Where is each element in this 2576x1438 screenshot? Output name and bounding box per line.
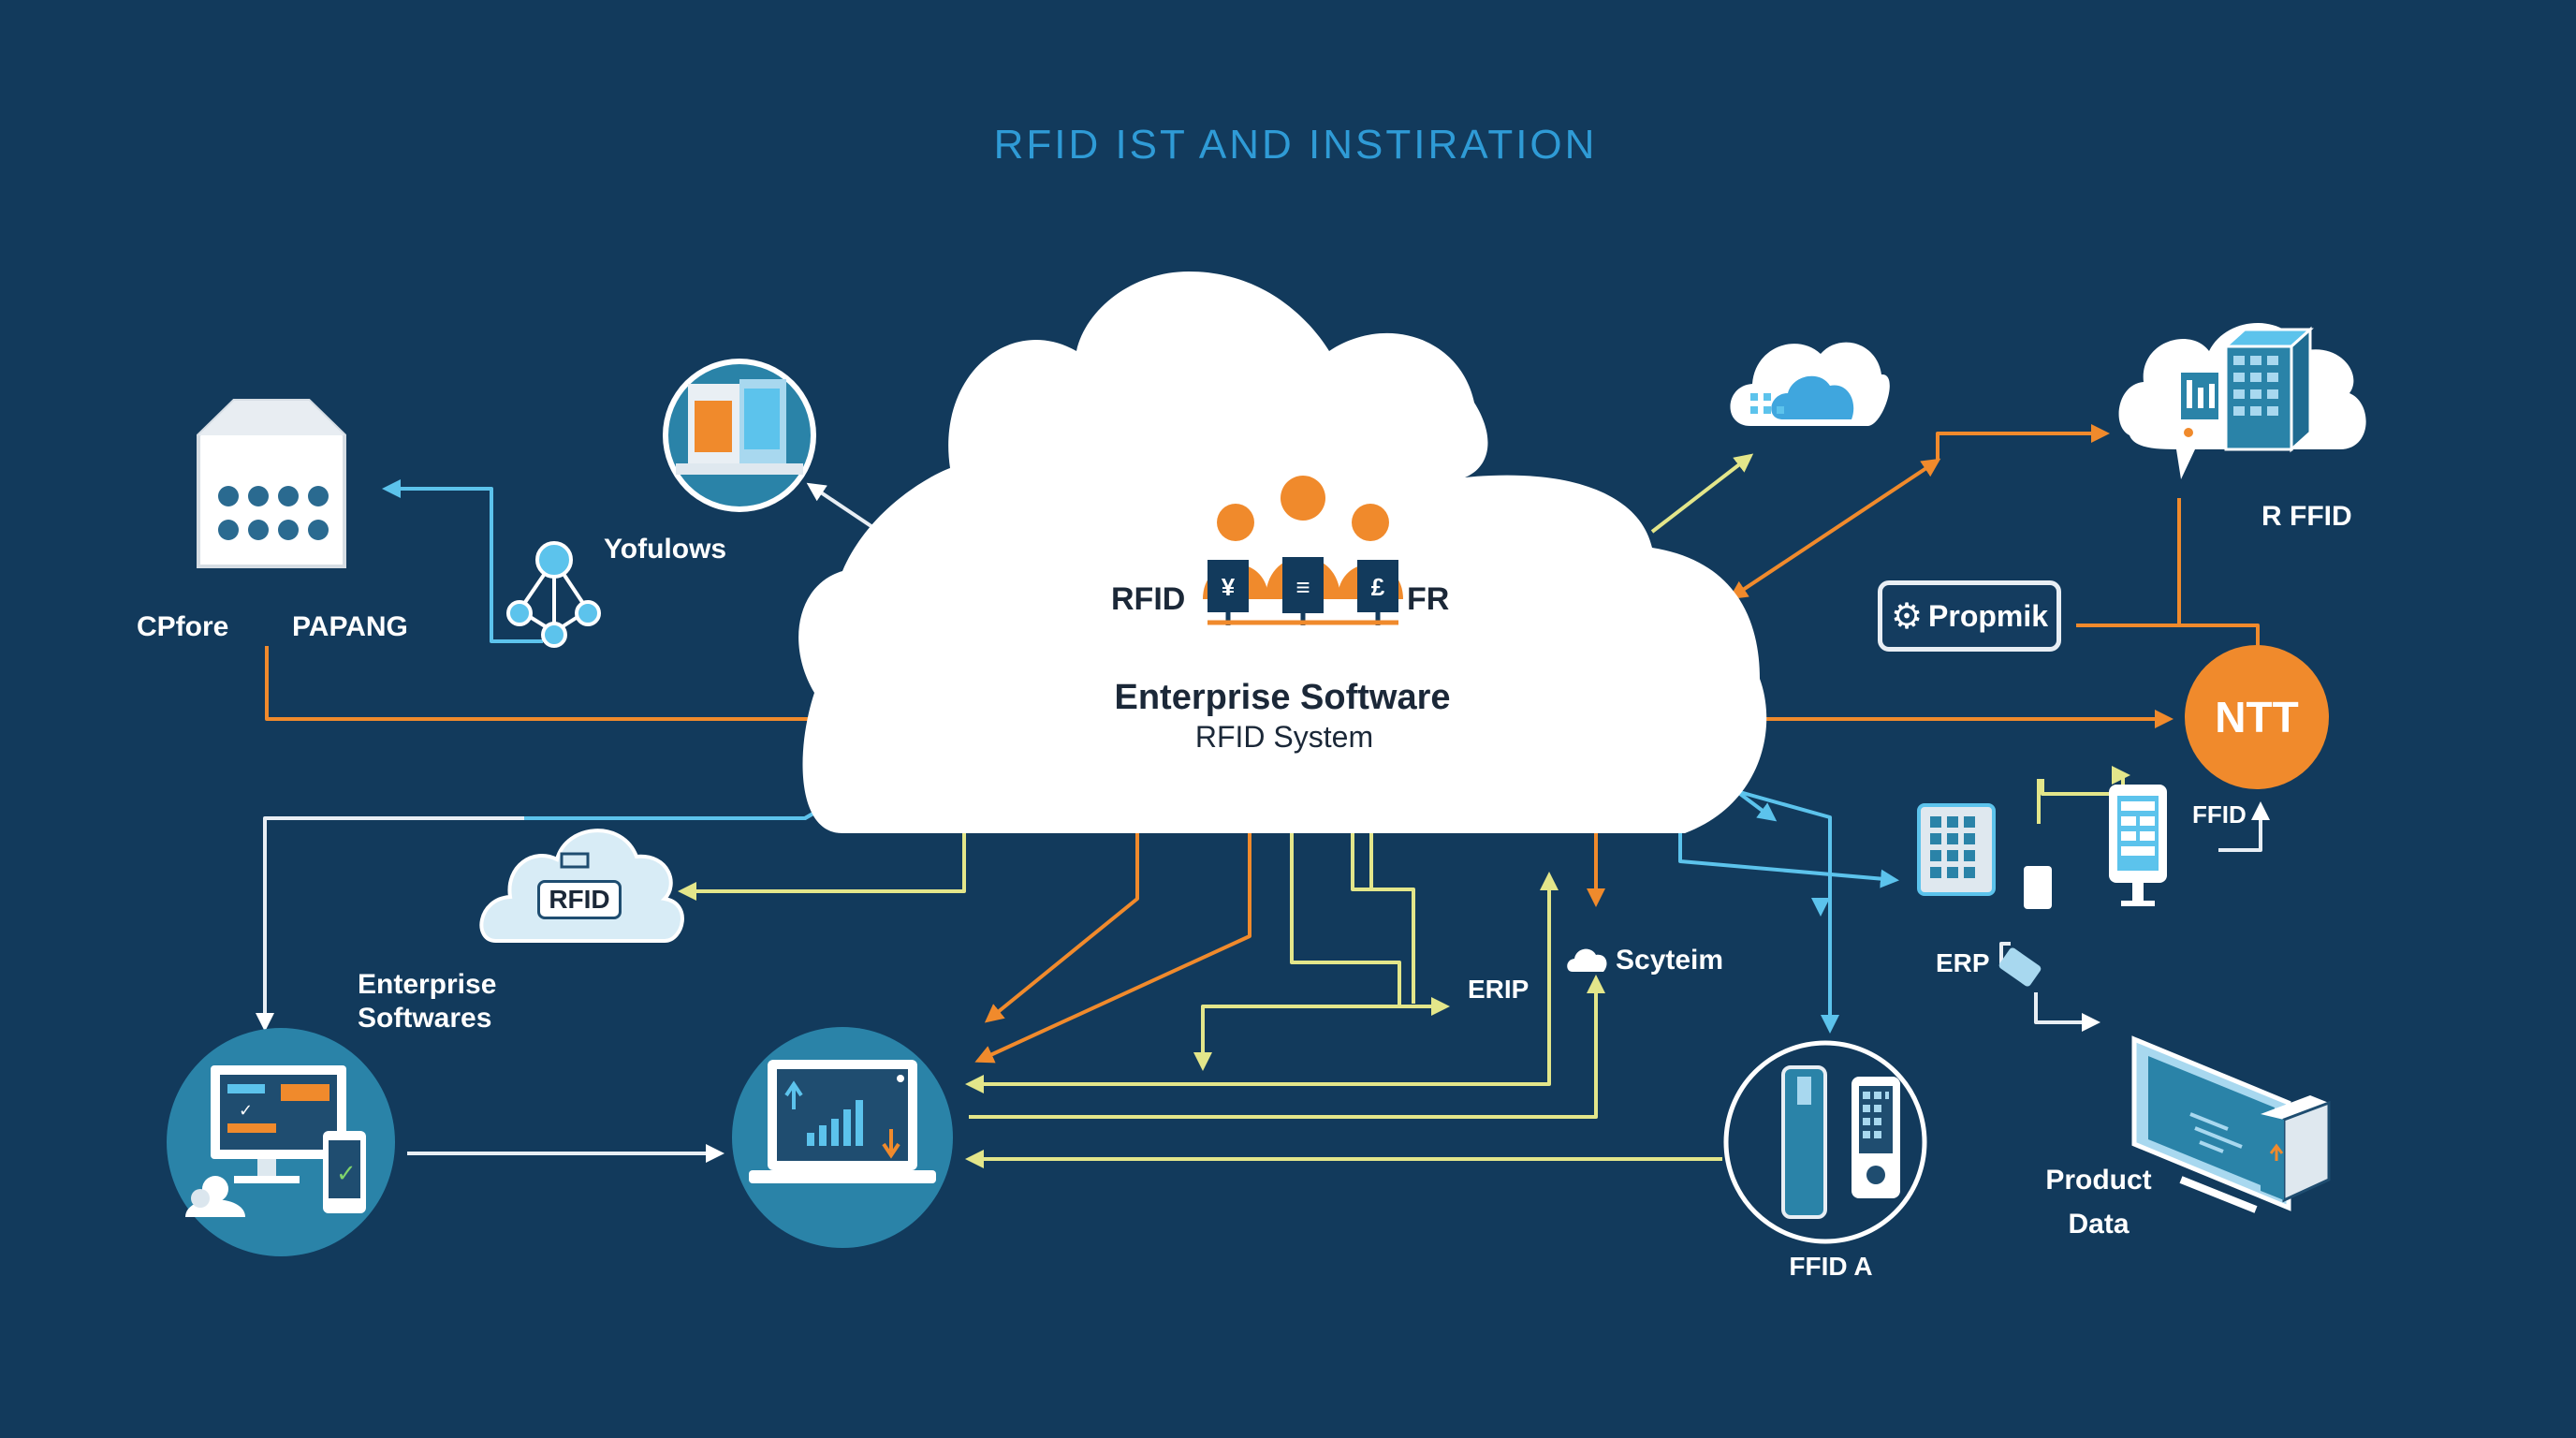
hub-right-tag: FR	[1407, 581, 1450, 617]
team-icon: ¥ ≡ £	[1203, 476, 1403, 625]
gear-icon: ⚙	[1890, 596, 1924, 637]
small-cloud-glyph	[1567, 948, 1607, 972]
cloud-icon	[1730, 342, 1890, 426]
connector-hub-laptop-a	[984, 831, 1139, 1023]
connector-erip-b	[1351, 833, 1415, 1004]
rfid-tag-icon	[1998, 947, 2042, 987]
label-papang: PAPANG	[292, 611, 408, 642]
label-propmik: Propmik	[1928, 598, 2049, 633]
connector-cpfore-hub	[265, 646, 842, 721]
connector-laptop-top	[965, 872, 1559, 1093]
label-ffid: FFID	[2192, 800, 2247, 829]
scanner-icon	[1723, 1040, 1927, 1244]
connector-workflow-building	[382, 479, 543, 643]
svg-text:✓: ✓	[239, 1101, 253, 1121]
connector-hub-devices	[1678, 824, 1899, 888]
connector-hub-small-cloud	[1650, 453, 1754, 534]
label-r-ffid: R FFID	[2261, 501, 2352, 532]
enterprise-softwares-device-icon: ✓ ✓	[167, 1028, 395, 1256]
propmik-badge[interactable]: ⚙ Propmik	[1878, 580, 2061, 652]
monitor-icon	[2131, 1035, 2331, 1213]
connector-hub-laptop-b	[974, 831, 1251, 1064]
doc-glyph-3: £	[1371, 573, 1385, 601]
connector-hub-rfid-cloud	[678, 833, 966, 901]
label-scyteim: Scyteim	[1616, 945, 1724, 976]
label-product-data: Product Data	[2045, 1165, 2152, 1240]
office-building-icon	[2118, 323, 2366, 479]
connector-laptop-mid	[969, 975, 1605, 1119]
doc-glyph-1: ¥	[1222, 573, 1236, 601]
diagram-title: RFID IST AND INSTIRATION	[993, 122, 1598, 168]
connector-propmik-ntt	[2076, 624, 2260, 645]
hub-subtitle: RFID System	[1194, 720, 1374, 754]
doc-glyph-2: ≡	[1295, 573, 1310, 601]
connector-erip-a	[1290, 833, 1450, 1016]
label-erip: ERIP	[1468, 975, 1530, 1004]
hub-left-tag: RFID	[1111, 581, 1186, 617]
connector-hub-ffid-a	[1735, 789, 1839, 1034]
label-yofulows: Yofulows	[604, 534, 727, 565]
connector-hub-building	[1728, 458, 1941, 600]
dashboard-screen-icon	[663, 359, 816, 512]
central-hub-cloud: ¥ ≡ £	[798, 271, 1767, 833]
hub-title: Enterprise Software	[1114, 678, 1451, 717]
connector-building-top	[1936, 424, 2110, 461]
label-enterprise-softwares: Enterprise Softwares	[358, 969, 497, 1034]
connector-erp-product	[1999, 942, 2011, 964]
connector-erp-monitor	[2034, 992, 2100, 1032]
connector-erip-d	[1193, 1005, 1399, 1071]
svg-text:✓: ✓	[336, 1160, 357, 1188]
laptop-chart-icon	[732, 1027, 953, 1248]
label-rfid-cloud: RFID	[537, 880, 622, 919]
ntt-node[interactable]: NTT	[2185, 645, 2329, 789]
label-erp: ERP	[1936, 948, 1990, 977]
device-icon	[1917, 785, 2167, 909]
workflow-icon	[506, 541, 601, 648]
label-cpfore: CPfore	[137, 611, 229, 642]
building-icon	[197, 399, 346, 568]
label-ffid-a: FFID A	[1789, 1252, 1873, 1281]
connector-ffid-up	[2218, 801, 2270, 852]
